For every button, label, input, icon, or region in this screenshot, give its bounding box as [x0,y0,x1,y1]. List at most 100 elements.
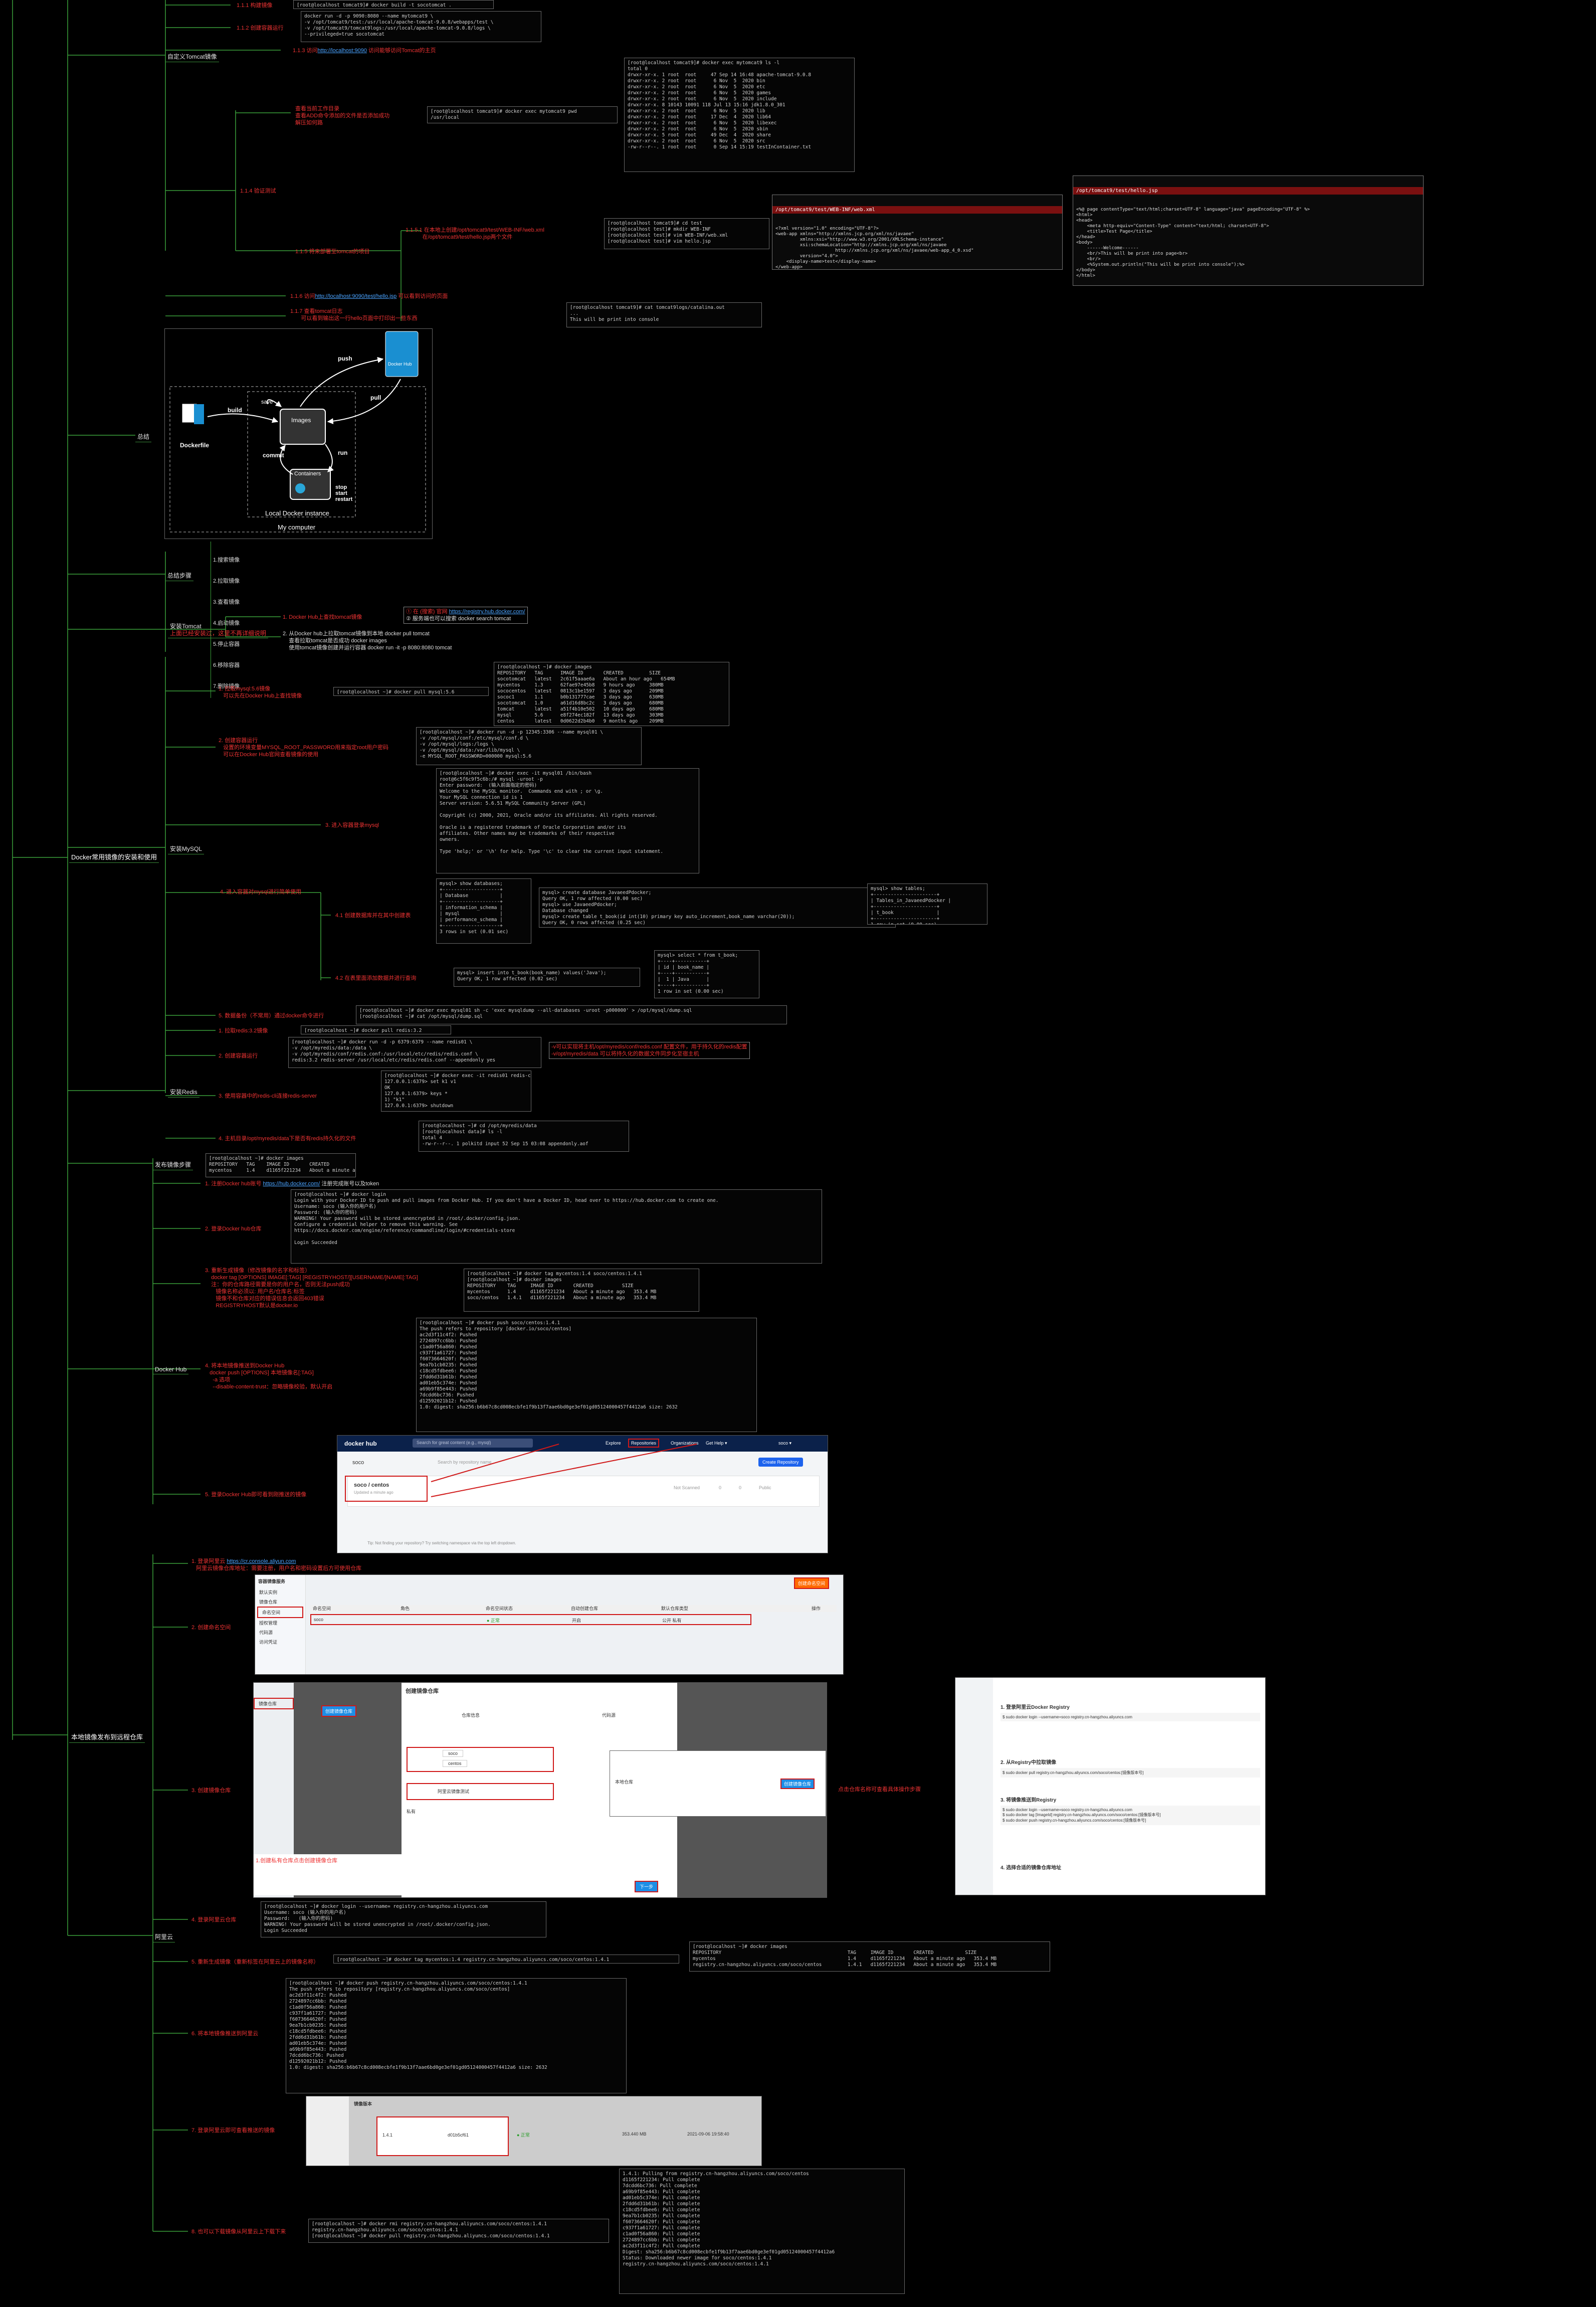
docker-hub-label: Docker Hub [388,362,412,367]
summary-step: 7.删除镜像 [213,683,240,689]
nav-explore[interactable]: Explore [606,1441,621,1446]
create-repository-button[interactable]: Create Repository [758,1458,803,1467]
term-images2: [root@localhost ~]# docker images REPOSI… [206,1153,356,1177]
code-source-panel: 创建镜像仓库 本地仓库 [610,1750,826,1817]
install-mysql-step1: 1. 拉取mysql:5.6镜像 可以先在Docker Hub上查找镜像 [219,686,302,699]
nav-user-menu[interactable]: soco ▾ [778,1441,792,1446]
create-repo-button[interactable]: 创建镜像仓库 [321,1705,357,1717]
dockerhub-screenshot: docker hub Search for great content (e.g… [337,1435,828,1553]
version-status: ● 正常 [517,2133,530,2138]
term-redis-cli: [root@localhost ~]# docker exec -it redi… [381,1071,531,1112]
sidebar-item-credentials[interactable]: 访问凭证 [259,1640,278,1645]
ali-step7: 7. 登录阿里云即可查看推送的镜像 [191,2127,275,2134]
ali-step3-side-note: 点击仓库名称可查看具体操作步骤 [838,1787,921,1793]
ali-step3: 3. 创建镜像仓库 [191,1788,231,1794]
dockerhub-logo[interactable]: docker hub [344,1440,377,1447]
version-tag: 1.4.1 [382,2133,393,2138]
term-mysql-run: [root@localhost ~]# docker run -d -p 123… [416,727,642,765]
aliyun-guide-screenshot: 1. 登录阿里云Docker Registry $ sudo docker lo… [955,1677,1266,1895]
term-ali-login: [root@localhost ~]# docker login --usern… [261,1901,546,1937]
docker-registry-link[interactable]: https://registry.hub.docker.com/ [449,609,525,615]
create-repo-note: 1.创建私有仓库点击创建镜像仓库 [256,1858,338,1864]
guide-sidebar [955,1678,993,1895]
sidebar-item-default-instance[interactable]: 默认实例 [259,1590,278,1595]
repo-type-radio[interactable]: 公开 私有 [662,1618,682,1623]
repo-search-input[interactable]: Search by repository name [438,1460,492,1465]
term-mkdir: [root@localhost tomcat9]# cd test [root@… [604,218,769,249]
nav-repositories[interactable]: Repositories [628,1439,660,1448]
sidebar-item-code-source[interactable]: 代码源 [259,1630,273,1635]
create-namespace-button[interactable]: 创建命名空间 [794,1577,830,1589]
guide-step3-code: $ sudo docker login --username=soco regi… [1001,1806,1260,1825]
branch-summary: 总结 [135,431,152,442]
term-push: [root@localhost ~]# docker push soco/cen… [416,1318,757,1432]
term-pull-mysql: [root@localhost ~]# docker pull mysql:5.… [333,687,489,696]
version-image-id: d01b5cf61 [448,2133,469,2138]
sidebar-item-auth[interactable]: 授权管理 [259,1621,278,1626]
namespace-name[interactable]: soco [314,1617,324,1622]
tomcat-step-verify-note: 查看当前工作目录 查看ADD命令添加的文件是否添加成功 解压如何路 [295,106,390,126]
term-ali-pull-output: 1.4.1: Pulling from registry.cn-hangzhou… [619,2169,905,2294]
term-tag: [root@localhost ~]# docker tag mycentos:… [464,1269,699,1312]
hub-step2: 2. 登录Docker hub仓库 [205,1226,262,1232]
local-repo-option[interactable]: 本地仓库 [615,1780,634,1785]
hub-docker-link[interactable]: https://hub.docker.com/ [263,1181,320,1187]
sidebar-item-repos-2[interactable]: 镜像仓库 [254,1698,294,1709]
branch-aliyun: 阿里云 [153,1931,175,1942]
dockerfile-label: Dockerfile [180,442,210,449]
term-mysql-login: [root@localhost ~]# docker exec -it mysq… [436,768,699,873]
guide-step2-title: 2. 从Registry中拉取镜像 [1001,1760,1057,1765]
term-aof: [root@localhost ~]# cd /opt/myredis/data… [419,1121,629,1152]
gear-icon [295,483,305,493]
hellojsp-body: <%@ page contentType="text/html;charset=… [1076,207,1310,278]
docker-diagram-svg [169,331,426,533]
summary-step: 4.启动镜像 [213,620,240,626]
aliyun-sidebar: 容器镜像服务 默认实例 镜像仓库 命名空间 授权管理 代码源 访问凭证 [255,1575,306,1674]
localhost-link[interactable]: http://localhost:9090 [317,48,367,54]
version-row-highlight[interactable]: 1.4.1 d01b5cf61 [376,2116,509,2156]
aliyun-console-link[interactable]: https://cr.console.aliyun.com [227,1558,296,1564]
term-insert: mysql> insert into t_book(book_name) val… [454,968,640,987]
ali-step1: 1. 登录阿里云 https://cr.console.aliyun.com 阿… [191,1558,362,1571]
sidebar-item-namespace[interactable]: 命名空间 [257,1607,303,1618]
install-redis-step2-note: -v可以实现将主机/opt/myredis/conf/redis.conf 配置… [549,1042,750,1059]
install-mysql-step3: 3. 进入容器登录mysql [325,822,379,828]
local-repo-create-button[interactable]: 创建镜像仓库 [780,1779,815,1789]
repo-name-input[interactable]: centos [443,1760,467,1767]
branch-install-steps: 总结步骤 [165,570,194,581]
hello-link[interactable]: http://localhost:9090/test/hello.jsp [315,293,397,299]
term-create-db: mysql> create database JavaeedPdocker; Q… [539,888,896,928]
my-computer-label: My computer [278,523,316,531]
install-tomcat-step2: 2. 从Docker hub上拉取tomcat镜像到本地 docker pull… [283,631,452,651]
nav-organizations[interactable]: Organizations [671,1441,699,1446]
dockerfile-icon [182,404,204,424]
sidebar-item-repos[interactable]: 镜像仓库 [259,1600,278,1605]
run-label: run [338,449,348,456]
namespace-row[interactable]: soco ● 正常 开启 公开 私有 [310,1614,751,1625]
repo-summary-box: 阿里云镜像测试 [407,1783,554,1800]
namespace-select[interactable]: soco [352,1460,364,1466]
images-icon [280,409,326,445]
save-label: save [261,399,273,405]
repo-namespace-select[interactable]: soco [443,1750,464,1757]
dockerhub-search-input[interactable]: Search for great content (e.g., mysql) [413,1439,533,1448]
branch-install-mysql: 安装MySQL [168,843,205,854]
nav-help[interactable]: Get Help ▾ [706,1441,727,1446]
hub-step1: 1. 注册Docker hub账号 https://hub.docker.com… [205,1181,379,1187]
aliyun-create-repo-screenshot: 镜像仓库 创建镜像仓库 创建镜像仓库 仓库信息 代码源 soco centos … [253,1682,827,1898]
ali-step6: 6. 将本地镜像推送到阿里云 [191,2031,259,2037]
auto-create-toggle[interactable]: 开启 [572,1618,581,1623]
install-redis-step3: 3. 使用容器中的redis-cli连接redis-server [219,1093,317,1099]
install-redis-step1: 1. 拉取redis:3.2镜像 [219,1028,268,1034]
repo-type-option[interactable]: 私有 [407,1809,416,1814]
tomcat-step-deploy-files: 1.1.5.1 在本地上创建/opt/tomcat9/test/WEB-INF/… [406,227,544,240]
term-ali-tag: [root@localhost ~]# docker tag mycentos:… [333,1955,679,1964]
term-run: docker run -d -p 9090:8080 --name mytomc… [301,11,541,42]
aliyun-versions-screenshot: 镜像版本 1.4.1 d01b5cf61 ● 正常 353.440 MB 202… [306,2096,762,2166]
repo-name[interactable]: soco / centos [354,1482,389,1488]
repo-summary-input[interactable]: 阿里云镜像测试 [438,1789,470,1794]
term-catlog: [root@localhost tomcat9]# cat tomcat9log… [566,302,762,327]
col-default-type: 默认仓库类型 [661,1606,689,1611]
next-button[interactable]: 下一步 [635,1881,659,1892]
term-select: mysql> select * from t_book; +----+-----… [654,950,759,998]
